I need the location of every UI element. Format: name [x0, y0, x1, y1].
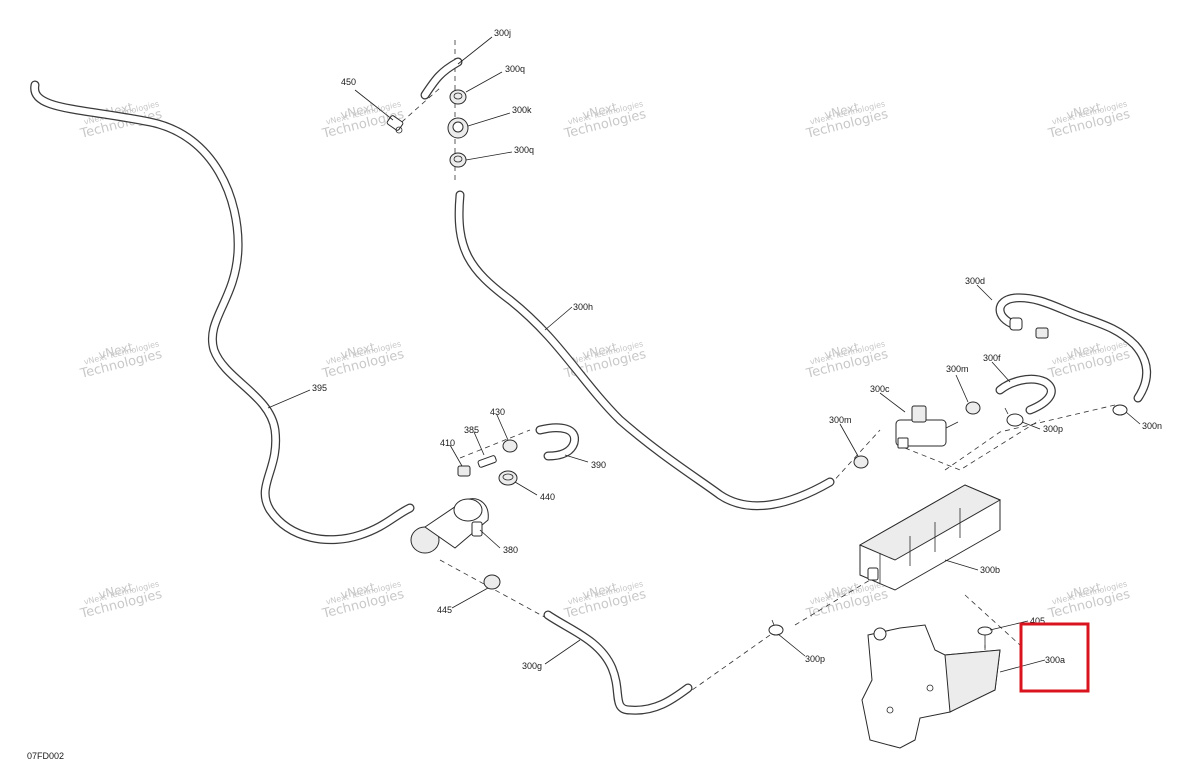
hose-300g — [543, 610, 693, 715]
clamp-445 — [483, 574, 501, 590]
callout-390[interactable]: 390 — [591, 460, 606, 470]
callout-300q-top[interactable]: 300q — [505, 64, 525, 74]
clamp-300q-bottom — [449, 152, 467, 168]
purge-pump-380 — [410, 498, 489, 554]
watermark: vNext Technologies vNext Technologies — [562, 99, 648, 142]
connector-300d — [1009, 317, 1049, 339]
callout-395[interactable]: 395 — [312, 383, 327, 393]
callout-300m-top[interactable]: 300m — [946, 364, 969, 374]
callout-300q-bottom[interactable]: 300q — [514, 145, 534, 155]
fitting-385 — [477, 455, 497, 468]
callout-385[interactable]: 385 — [464, 425, 479, 435]
clamp-300m-left — [853, 455, 869, 469]
watermark: vNext Technologies vNext Technologies — [320, 339, 406, 382]
valve-300c — [895, 405, 959, 449]
diagram-code: 07FD002 — [27, 751, 64, 761]
callout-445[interactable]: 445 — [437, 605, 452, 615]
callout-450[interactable]: 450 — [341, 77, 356, 87]
valve-300k — [447, 117, 469, 139]
callout-440[interactable]: 440 — [540, 492, 555, 502]
highlight-box-300a — [1019, 622, 1090, 693]
bracket-300a — [861, 624, 1001, 749]
callout-300n[interactable]: 300n — [1142, 421, 1162, 431]
callout-300m-left[interactable]: 300m — [829, 415, 852, 425]
assembly-lines — [394, 40, 1116, 696]
hose-390 — [535, 423, 579, 461]
hose-300j — [420, 57, 463, 100]
hose-395 — [30, 80, 415, 545]
hose-300d — [995, 293, 1152, 403]
bolt-405 — [977, 626, 993, 648]
callout-430[interactable]: 430 — [490, 407, 505, 417]
watermark: vNext Technologies vNext Technologies — [804, 339, 890, 382]
callout-380[interactable]: 380 — [503, 545, 518, 555]
callout-300k[interactable]: 300k — [512, 105, 532, 115]
watermark: vNext Technologies vNext Technologies — [1046, 579, 1132, 622]
watermark: vNext Technologies vNext Technologies — [78, 339, 164, 382]
fitting-410 — [457, 465, 471, 477]
watermark: vNext Technologies vNext Technologies — [1046, 99, 1132, 142]
clamp-300n — [1112, 404, 1128, 416]
callout-300d[interactable]: 300d — [965, 276, 985, 286]
callout-300a[interactable]: 300a — [1045, 655, 1065, 665]
callout-300h[interactable]: 300h — [573, 302, 593, 312]
hose-300f — [995, 374, 1056, 415]
callout-300p-right[interactable]: 300p — [1043, 424, 1063, 434]
callout-labels: 300j 450 300q 300k 300q 300h 395 430 385… — [312, 28, 1162, 671]
clamp-450 — [386, 115, 404, 134]
callout-410[interactable]: 410 — [440, 438, 455, 448]
clamp-300p-bottom — [768, 619, 784, 636]
watermark: vNext Technologies vNext Technologies — [320, 579, 406, 622]
callout-300f[interactable]: 300f — [983, 353, 1001, 363]
clamp-300q-top — [449, 89, 467, 105]
canister-300b — [858, 484, 1002, 591]
clamp-300m-top — [965, 401, 981, 415]
callout-300g[interactable]: 300g — [522, 661, 542, 671]
watermark: vNext Technologies vNext Technologies — [562, 579, 648, 622]
callout-300b[interactable]: 300b — [980, 565, 1000, 575]
hose-300h — [454, 190, 835, 511]
callout-405[interactable]: 405 — [1030, 616, 1045, 626]
watermark: vNext Technologies vNext Technologies — [78, 579, 164, 622]
callout-300c[interactable]: 300c — [870, 384, 890, 394]
callout-300j[interactable]: 300j — [494, 28, 511, 38]
watermark: vNext Technologies vNext Technologies — [804, 99, 890, 142]
callout-300p-bottom[interactable]: 300p — [805, 654, 825, 664]
watermark: vNext Technologies vNext Technologies — [1046, 339, 1132, 382]
clamp-300p-right — [1004, 407, 1024, 427]
clamp-430 — [502, 439, 518, 453]
clamp-440 — [498, 470, 518, 486]
